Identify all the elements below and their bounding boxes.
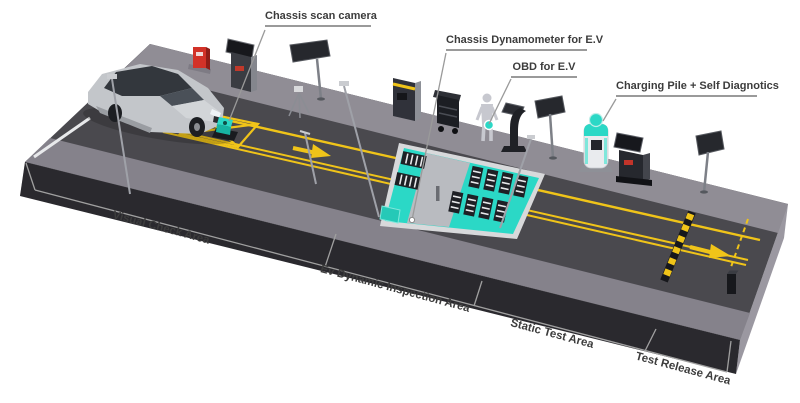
stop-line-white <box>33 116 91 159</box>
trolley-body <box>437 95 459 128</box>
chassis-scan-kiosk <box>225 38 257 92</box>
kiosk-body <box>231 52 251 92</box>
information-sign-3 <box>695 130 725 194</box>
car-windshield <box>160 88 204 106</box>
car-headlight <box>210 109 221 118</box>
information-sign-2 <box>534 95 566 160</box>
equipment-trolley <box>433 90 461 134</box>
leader-dynamometer-dot <box>408 216 416 224</box>
callout-chassis-dynamometer: Chassis Dynamometer for E.V <box>446 33 603 52</box>
kiosk-screen <box>613 132 644 153</box>
pile-head <box>588 112 604 128</box>
slab-front-face <box>20 162 740 374</box>
camera-tripod <box>288 86 310 119</box>
podium-base <box>501 146 527 152</box>
sensor-poles <box>107 74 535 229</box>
kiosk-side <box>643 153 650 182</box>
callout-chassis-scan-camera: Chassis scan camera <box>265 9 377 28</box>
information-sign-1 <box>289 39 331 101</box>
sign-board <box>695 130 725 156</box>
car-wheel-hub <box>194 123 200 131</box>
kiosk-base <box>616 176 652 186</box>
leader-lines <box>228 29 617 224</box>
leader-charging-pile <box>602 98 617 122</box>
leader-obd <box>488 78 512 125</box>
bracket-tick-end <box>726 340 732 373</box>
podium-stem <box>510 108 526 148</box>
sensor-pole-2 <box>299 130 317 185</box>
chassis-scanner-unit <box>212 117 238 141</box>
pile-cap <box>584 124 608 136</box>
sign-board <box>534 95 566 119</box>
kiosk-body <box>619 150 643 182</box>
sign-pole <box>548 113 555 159</box>
area-brackets <box>25 162 732 373</box>
cabinet-side <box>415 81 421 121</box>
sensor-pole-3 <box>339 81 380 218</box>
lane-arrow-1 <box>292 144 331 158</box>
sensor-pole-1 <box>107 74 131 195</box>
diagnostics-kiosk <box>613 132 652 186</box>
leader-chassis-scan <box>228 29 266 122</box>
charging-pile-robot <box>579 112 613 172</box>
mannequin-torso <box>481 104 493 124</box>
slab-right-end-face <box>736 204 788 374</box>
bollard <box>727 270 739 294</box>
test-vehicle <box>83 64 233 145</box>
speed-bump <box>660 210 696 283</box>
obd-device-dot <box>483 119 495 131</box>
bracket-tick-2 <box>473 280 483 307</box>
plate-logo-mark <box>436 186 440 201</box>
platform-ramp-box <box>379 205 401 224</box>
kiosk-side <box>251 55 257 92</box>
front-shoulder-surface <box>25 138 750 340</box>
bracket-tick-start <box>25 162 36 191</box>
callout-obd: OBD for E.V <box>511 60 577 79</box>
lane-arrow-2 <box>689 244 731 258</box>
bracket-tick-3 <box>644 328 657 352</box>
sign-pole <box>702 151 710 193</box>
fire-extinguisher-box <box>188 47 211 74</box>
sign-board <box>289 39 331 63</box>
mannequin-head <box>482 93 492 103</box>
bracket-main-line <box>34 189 728 373</box>
scanner-body <box>216 124 231 135</box>
car-rear-wheel <box>108 104 122 122</box>
callout-charging-pile: Charging Pile + Self Diagnotics <box>616 79 779 98</box>
sign-pole <box>315 58 323 100</box>
bracket-tick-1 <box>324 233 337 268</box>
pile-screen <box>591 140 602 150</box>
leader-dynamometer <box>411 52 447 221</box>
dyno-control-cabinet <box>392 78 421 121</box>
sensor-pole-4 <box>499 135 535 229</box>
sidewalk-surface <box>124 44 788 233</box>
car-glasshouse <box>104 66 192 96</box>
car-hood <box>172 100 220 122</box>
obd-display-podium <box>501 102 527 152</box>
